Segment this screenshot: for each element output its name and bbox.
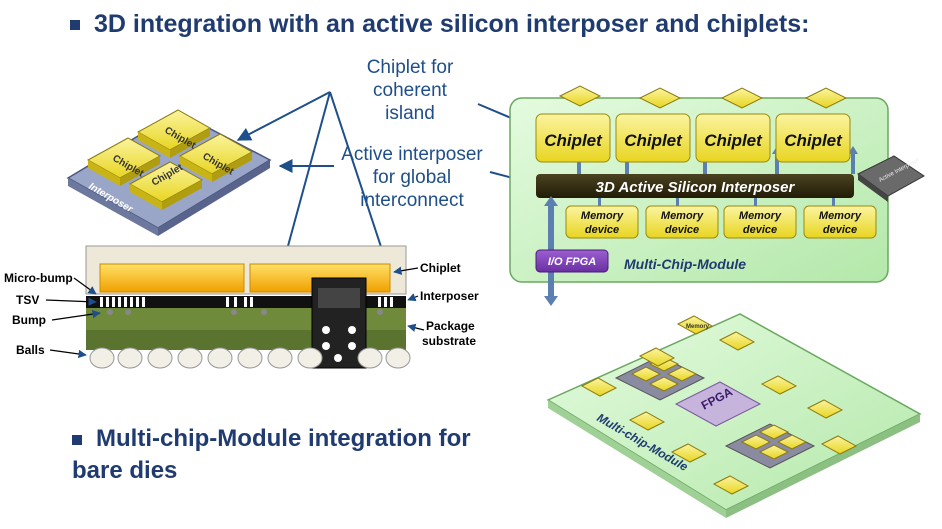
mcm-module-label: Multi-Chip-Module [624, 256, 746, 272]
mcm-block: Chiplet Chiplet Chiplet Chiplet 3D Activ… [509, 85, 925, 306]
svg-text:device: device [585, 224, 619, 236]
mcm-memory-3: Memory device [723, 205, 797, 239]
bottom-bullet-line1: Multi-chip-Module integration for [96, 425, 471, 452]
label-tsv: TSV [16, 293, 39, 307]
callout-chiplet-island-line1: Chiplet for [366, 57, 454, 78]
svg-text:Memory: Memory [581, 210, 624, 222]
bottom-bullet: Multi-chip-Module integration for bare d… [72, 423, 471, 487]
title-bullet [70, 19, 80, 30]
mcm-memory-2: Memory device [645, 205, 719, 239]
iso-chiplet-1 [86, 137, 162, 186]
mcm-chiplet-label-3: Chiplet [704, 131, 763, 150]
mcm-chiplet-label-1: Chiplet [544, 131, 603, 150]
mcm-iso-memory-label: Memory [686, 324, 710, 330]
bottom-bullet-line2: bare dies [72, 457, 178, 484]
label-bump: Bump [12, 313, 46, 327]
page-title: 3D integration with an active silicon in… [94, 10, 810, 38]
callout-interposer: Active interposer for global interconnec… [334, 143, 490, 212]
iso-chiplet-4 [178, 133, 254, 182]
label-balls: Balls [16, 343, 45, 357]
mcm-interposer-bar [536, 174, 854, 198]
tsv-row [100, 297, 393, 307]
mcm-iso-board: FPGA Memory Multi-chi [546, 313, 922, 518]
svg-text:device: device [665, 224, 699, 236]
mcm-chiplet-3: Chiplet [695, 87, 771, 163]
mcm-fpga [535, 249, 609, 273]
label-chiplet: Chiplet [420, 261, 461, 275]
mcm-chiplet-1: Chiplet [535, 85, 611, 163]
label-package-2: substrate [422, 334, 476, 348]
mcm-chiplet-label-2: Chiplet [624, 131, 683, 150]
callout-arrows [236, 91, 532, 270]
mcm-chiplet-4: Chiplet [775, 87, 851, 163]
mcm-corner-chip: Active Interposer [857, 155, 925, 202]
svg-text:device: device [743, 224, 777, 236]
mcm-interposer-label: 3D Active Silicon Interposer [596, 179, 796, 196]
svg-text:Memory: Memory [819, 210, 862, 222]
mcm-fpga-label: I/O FPGA [548, 256, 596, 268]
iso-package: Chiplet Chiplet Chiplet Chiplet Interpos… [66, 109, 272, 236]
mcm-memory-1: Memory device [565, 205, 639, 239]
iso-chiplet-2 [136, 109, 212, 158]
title-row: 3D integration with an active silicon in… [70, 10, 809, 39]
callout-interposer-line2: for global [372, 167, 452, 188]
mcm-chiplet-2: Chiplet [615, 87, 691, 163]
mcm-memory-4: Memory device [803, 205, 877, 239]
iso-chiplet-3 [128, 161, 204, 210]
bottom-bullet-square [72, 434, 82, 445]
callout-interposer-line3: interconnect [360, 190, 464, 211]
mcm-chiplet-label-4: Chiplet [784, 131, 843, 150]
label-package-1: Package [426, 319, 475, 333]
svg-text:device: device [823, 224, 857, 236]
callout-interposer-line1: Active interposer [341, 144, 483, 165]
cross-section: Micro-bump TSV Bump Balls Chiplet Interp… [4, 245, 479, 369]
solder-balls [89, 347, 411, 369]
label-micro-bump: Micro-bump [4, 271, 73, 285]
label-interposer: Interposer [420, 289, 479, 303]
svg-text:Memory: Memory [739, 210, 782, 222]
callout-chiplet-island-line2: coherent island [373, 80, 447, 124]
svg-text:Memory: Memory [661, 210, 704, 222]
callout-chiplet-island: Chiplet for coherent island [350, 56, 470, 125]
